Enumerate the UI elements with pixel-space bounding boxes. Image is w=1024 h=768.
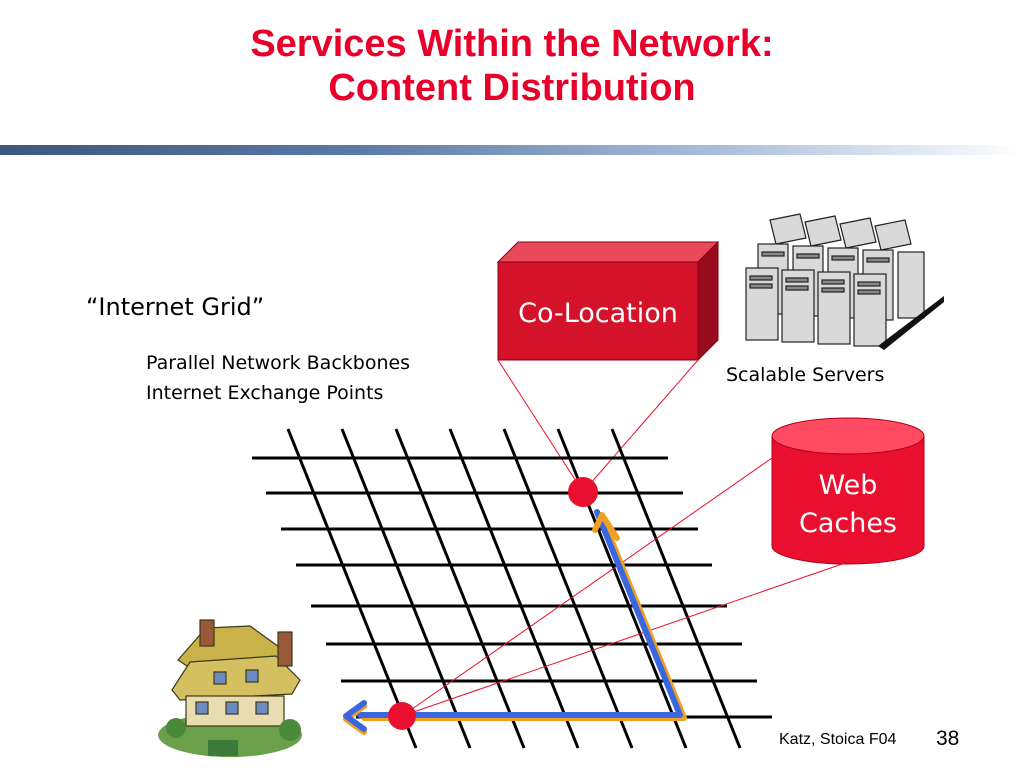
internet-grid-label: “Internet Grid” — [86, 293, 265, 321]
colocation-link-left — [497, 359, 584, 493]
colocation-box: Co-Location — [496, 240, 720, 362]
route-path — [343, 509, 687, 735]
colocation-label: Co-Location — [518, 298, 678, 329]
slide-title: Services Within the Network: Content Dis… — [0, 22, 1024, 110]
page-number: 38 — [936, 727, 960, 750]
grid-slanted-lines — [286, 428, 742, 749]
bullet-exchange-points: Internet Exchange Points — [146, 382, 384, 404]
title-line-1: Services Within the Network: — [250, 23, 774, 65]
footer-credit: Katz, Stoica F04 — [779, 731, 897, 748]
title-line-2: Content Distribution — [328, 67, 696, 109]
home-node — [388, 702, 416, 730]
title-divider — [0, 145, 1024, 155]
web-caches-label-line1: Web — [819, 470, 878, 501]
bullet-list: Parallel Network Backbones Internet Exch… — [146, 348, 410, 408]
web-caches-cylinder: Web Caches — [771, 417, 925, 565]
cache-link-lower — [401, 561, 849, 717]
web-caches-label-line2: Caches — [799, 508, 897, 539]
server-cluster-icon — [745, 213, 944, 350]
house-icon — [158, 619, 302, 757]
cache-link-upper — [401, 457, 773, 717]
scalable-servers-label: Scalable Servers — [726, 364, 885, 386]
colocation-link-right — [582, 359, 699, 493]
bullet-parallel-backbones: Parallel Network Backbones — [146, 352, 411, 374]
colocation-node — [568, 477, 598, 507]
grid-horizontal-lines — [252, 456, 772, 719]
